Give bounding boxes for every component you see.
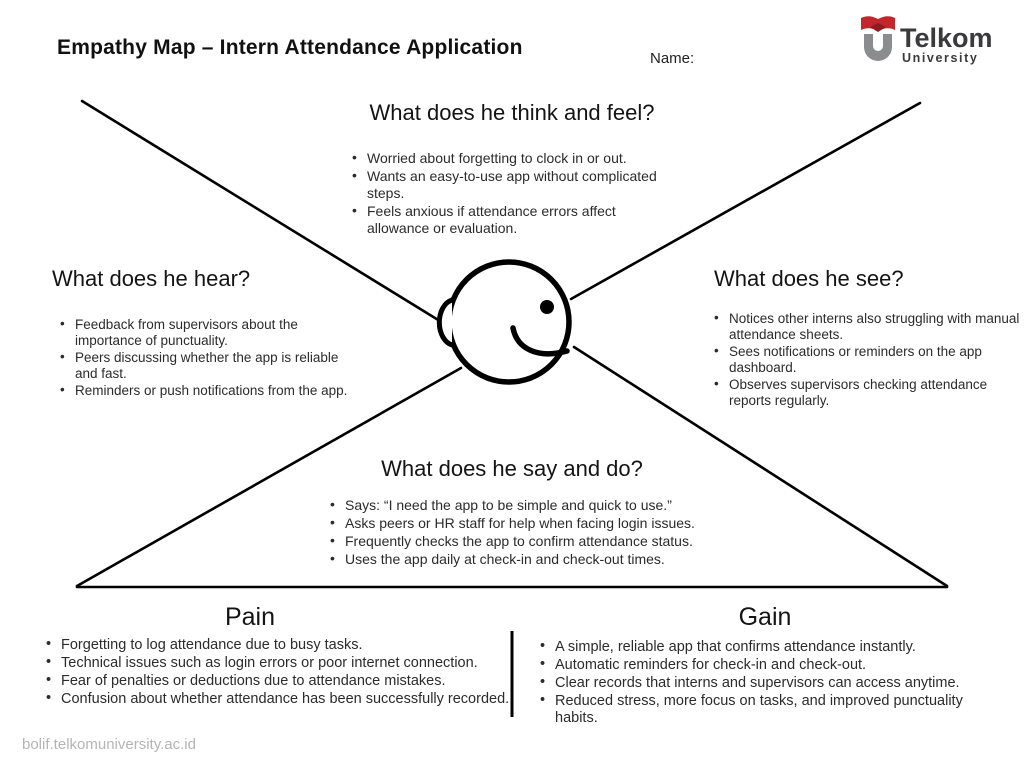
bullet-item: Technical issues such as login errors or… [44,654,516,672]
hear-list: Feedback from supervisors about the impo… [58,316,354,400]
bullet-item: Forgetting to log attendance due to busy… [44,636,516,654]
logo-sub-text: University [902,51,978,65]
logo-ribbon-icon [861,16,895,32]
see-list: Notices other interns also struggling wi… [712,310,1024,410]
gain-list: A simple, reliable app that confirms att… [538,638,1000,728]
bullet-item: Reminders or push notifications from the… [58,382,354,399]
bullet-item: Fear of penalties or deductions due to a… [44,672,516,690]
pain-list: Forgetting to log attendance due to busy… [44,636,516,709]
logo-brand-text: Telkom [900,23,993,53]
bullet-item: Asks peers or HR staff for help when fac… [328,514,748,532]
page-title: Empathy Map – Intern Attendance Applicat… [57,36,523,59]
face-profile-icon [436,259,572,385]
bullet-item: Sees notifications or reminders on the a… [712,343,1024,376]
bullet-item: Uses the app daily at check-in and check… [328,550,748,568]
name-label: Name: [650,50,695,67]
bullet-item: Reduced stress, more focus on tasks, and… [538,692,1000,727]
bullet-item: Automatic reminders for check-in and che… [538,656,1000,674]
bullet-item: Worried about forgetting to clock in or … [350,149,672,167]
face-head [446,259,572,385]
bullet-item: Wants an easy-to-use app without complic… [350,167,672,202]
quadrant-say-do-heading: What does he say and do? [381,456,643,481]
pain-heading: Pain [224,603,276,631]
logo-u-icon [864,34,892,61]
bullet-item: A simple, reliable app that confirms att… [538,638,1000,656]
quadrant-hear-heading: What does he hear? [52,266,251,291]
face-eye [540,300,554,314]
gain-heading: Gain [738,603,792,631]
bullet-item: Clear records that interns and superviso… [538,674,1000,692]
footer-url: bolif.telkomuniversity.ac.id [22,736,196,753]
bullet-item: Feedback from supervisors about the impo… [58,316,354,349]
quadrant-think-feel-heading: What does he think and feel? [369,100,655,125]
bullet-item: Frequently checks the app to confirm att… [328,532,748,550]
face-ear [436,297,455,348]
bullet-item: Says: “I need the app to be simple and q… [328,496,748,514]
quadrant-see-heading: What does he see? [714,266,904,291]
bullet-item: Peers discussing whether the app is reli… [58,349,354,382]
bullet-item: Observes supervisors checking attendance… [712,376,1024,409]
say-do-list: Says: “I need the app to be simple and q… [328,496,748,569]
face-smile [510,325,570,357]
bullet-item: Notices other interns also struggling wi… [712,310,1024,343]
bullet-item: Feels anxious if attendance errors affec… [350,202,672,237]
bullet-item: Confusion about whether attendance has b… [44,690,516,708]
think-feel-list: Worried about forgetting to clock in or … [350,149,672,238]
telkom-university-logo: Telkom University [861,16,993,65]
